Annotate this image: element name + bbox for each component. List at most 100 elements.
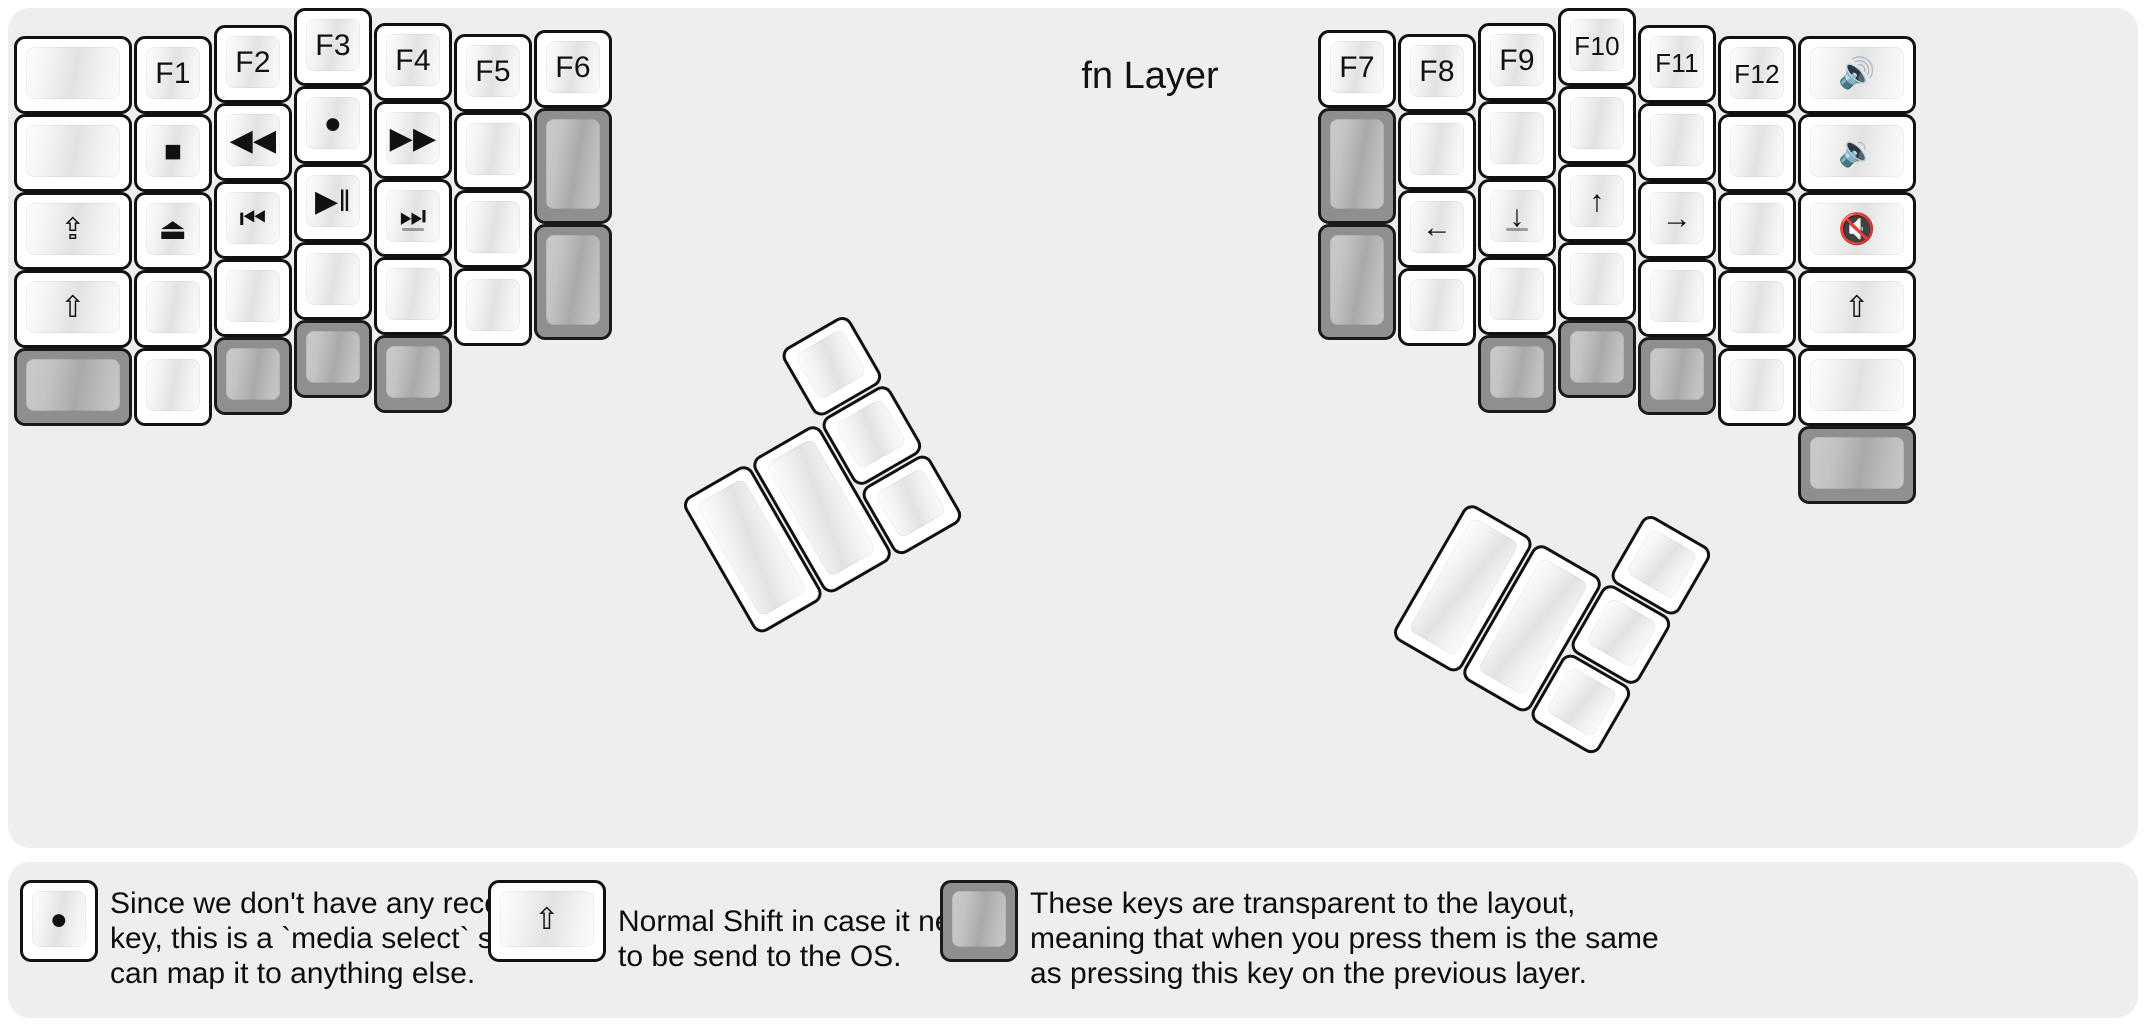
key-right-r5-c4[interactable] — [1558, 320, 1636, 398]
keycap-face — [1410, 45, 1464, 97]
key-left-r4-c3[interactable] — [214, 259, 292, 337]
keycap-face — [1650, 192, 1704, 244]
keycap-legend: ↓ — [1509, 199, 1525, 233]
keycap-face — [386, 34, 440, 86]
keycap-legend: ⇧ — [534, 902, 560, 936]
key-left-r5-c2[interactable] — [134, 348, 212, 426]
key-right-r2-c6[interactable] — [1718, 114, 1796, 192]
key-f3[interactable]: F3 — [294, 8, 372, 86]
key-f7[interactable]: F7 — [1318, 30, 1396, 108]
key-right-r2-c4[interactable] — [1558, 86, 1636, 164]
keycap-face — [1570, 331, 1624, 383]
keycap-face — [1650, 270, 1704, 322]
keycap-legend: F3 — [315, 28, 351, 62]
key-mute[interactable]: 🔇 — [1798, 192, 1916, 270]
key-right-r6-c8[interactable] — [1798, 426, 1916, 504]
key-next-track[interactable]: ⏭ — [374, 179, 452, 257]
key-stop[interactable]: ■ — [134, 114, 212, 192]
key-right-r4-c2[interactable] — [1398, 268, 1476, 346]
key-f4[interactable]: F4 — [374, 23, 452, 101]
key-left-r4-c6[interactable] — [454, 268, 532, 346]
key-right-r3-c1[interactable] — [1318, 224, 1396, 340]
key-left-r2-c6[interactable] — [454, 112, 532, 190]
legend-shift-key[interactable]: ⇧ — [488, 880, 606, 962]
key-left-r2-c1[interactable] — [14, 114, 132, 192]
keycap-face — [146, 125, 200, 177]
keycap-legend: 🔉 — [1838, 134, 1876, 168]
legend-record-key[interactable]: ● — [20, 880, 98, 962]
key-left-r5-c3[interactable] — [214, 337, 292, 415]
key-record[interactable]: ● — [294, 86, 372, 164]
keycap-legend: ▶▶ — [389, 121, 437, 155]
key-right-r2-c2[interactable] — [1398, 112, 1476, 190]
keycap-face — [1810, 281, 1904, 333]
key-arrow-right[interactable]: → — [1638, 181, 1716, 259]
key-f2[interactable]: F2 — [214, 25, 292, 103]
key-left-shift[interactable]: ⇧ — [14, 270, 132, 348]
key-left-r3-c7[interactable] — [534, 224, 612, 340]
key-volume-up[interactable]: 🔊 — [1798, 36, 1916, 114]
key-left-r5-c1[interactable] — [14, 348, 132, 426]
key-eject[interactable]: ⏏ — [134, 192, 212, 270]
key-right-r5-c5[interactable] — [1638, 337, 1716, 415]
key-right-shift[interactable]: ⇧ — [1798, 270, 1916, 348]
legend-transparent-key[interactable] — [940, 880, 1018, 962]
key-right-r5-c6[interactable] — [1718, 348, 1796, 426]
keycap-face — [1730, 125, 1784, 177]
key-left-r5-c5[interactable] — [374, 335, 452, 413]
key-left-r5-c4[interactable] — [294, 320, 372, 398]
key-right-r2-c3[interactable] — [1478, 101, 1556, 179]
key-prev-track[interactable]: ⏮ — [214, 181, 292, 259]
legend-transparent-text: These keys are transparent to the layout… — [1030, 887, 1659, 990]
key-f6[interactable]: F6 — [534, 30, 612, 108]
key-left-r3-c6[interactable] — [454, 190, 532, 268]
keycap-face — [1490, 34, 1544, 86]
keycap-face — [1570, 253, 1624, 305]
key-play-pause[interactable]: ▶‖ — [294, 164, 372, 242]
key-f9[interactable]: F9 — [1478, 23, 1556, 101]
key-right-r4-c6[interactable] — [1718, 270, 1796, 348]
keycap-face — [146, 281, 200, 333]
key-f8[interactable]: F8 — [1398, 34, 1476, 112]
key-right-r5-c3[interactable] — [1478, 335, 1556, 413]
key-arrow-down[interactable]: ↓ — [1478, 179, 1556, 257]
keycap-face — [146, 359, 200, 411]
keycap-face — [1570, 19, 1624, 71]
keycap-legend: ⇪ — [60, 212, 86, 246]
key-right-r4-c5[interactable] — [1638, 259, 1716, 337]
key-left-r4-c2[interactable] — [134, 270, 212, 348]
keycap-face — [1810, 203, 1904, 255]
keycap-face — [500, 891, 594, 947]
keycap-face — [546, 119, 600, 209]
key-right-r3-c6[interactable] — [1718, 192, 1796, 270]
key-left-r1-c1[interactable] — [14, 36, 132, 114]
keycap-face — [1410, 201, 1464, 253]
key-right-r4-c3[interactable] — [1478, 257, 1556, 335]
keycap-face — [466, 201, 520, 253]
key-arrow-up[interactable]: ↑ — [1558, 164, 1636, 242]
key-right-r4-c4[interactable] — [1558, 242, 1636, 320]
key-fast-forward[interactable]: ▶▶ — [374, 101, 452, 179]
key-left-r4-c5[interactable] — [374, 257, 452, 335]
keycap-legend: ◀◀ — [229, 123, 277, 157]
key-right-r5-c8[interactable] — [1798, 348, 1916, 426]
key-f10[interactable]: F10 — [1558, 8, 1636, 86]
keycap-face — [1490, 268, 1544, 320]
key-rewind[interactable]: ◀◀ — [214, 103, 292, 181]
key-left-r4-c4[interactable] — [294, 242, 372, 320]
key-right-r2-c5[interactable] — [1638, 103, 1716, 181]
keycap-face — [874, 467, 948, 540]
keycap-face — [386, 112, 440, 164]
key-left-caps[interactable]: ⇪ — [14, 192, 132, 270]
keycap-face — [1570, 175, 1624, 227]
key-arrow-left[interactable]: ← — [1398, 190, 1476, 268]
key-volume-down[interactable]: 🔉 — [1798, 114, 1916, 192]
key-f11[interactable]: F11 — [1638, 25, 1716, 103]
key-f5[interactable]: F5 — [454, 34, 532, 112]
key-f12[interactable]: F12 — [1718, 36, 1796, 114]
key-left-r2-c7[interactable] — [534, 108, 612, 224]
key-right-r2-c1[interactable] — [1318, 108, 1396, 224]
key-f1[interactable]: F1 — [134, 36, 212, 114]
keycap-face — [32, 891, 86, 947]
keycap-legend: F11 — [1655, 47, 1699, 78]
